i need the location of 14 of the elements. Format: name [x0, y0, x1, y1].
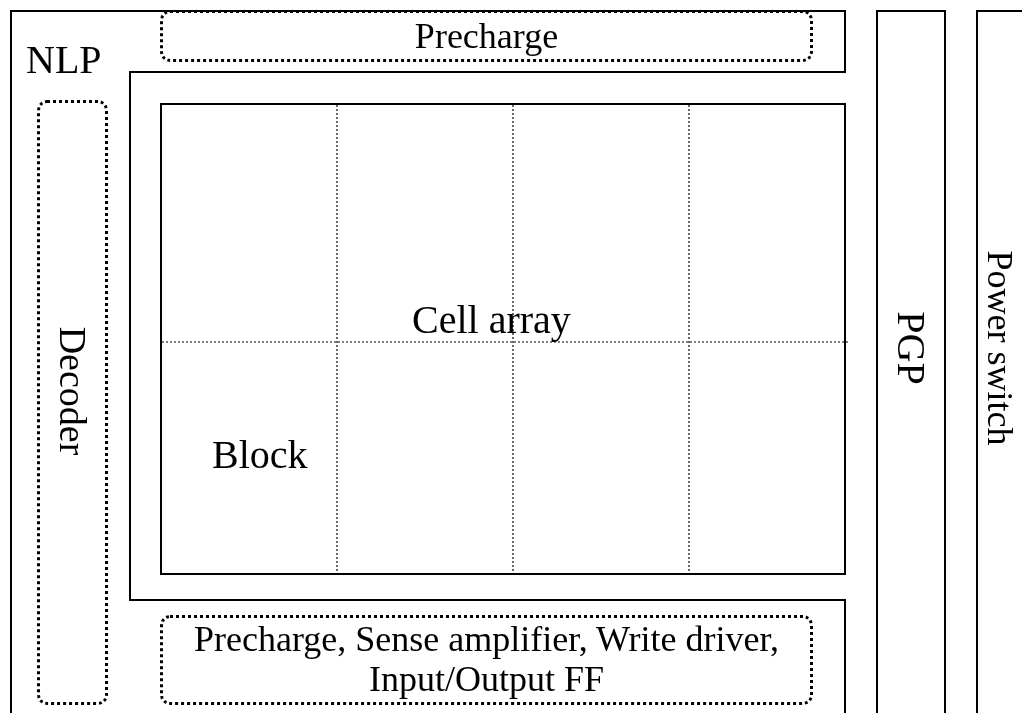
vertical-label: Decoder — [53, 326, 92, 455]
decoder-block — [37, 100, 108, 705]
nlp-region — [10, 10, 846, 713]
block-label: Precharge — [414, 18, 559, 54]
cell-array — [160, 103, 846, 575]
io-periphery-block — [160, 615, 813, 705]
vertical-label: PGP — [891, 311, 931, 386]
power-switch-block — [976, 10, 1022, 713]
block-label: Cell array — [412, 300, 571, 340]
pgp-block — [876, 10, 946, 713]
block-label: Block — [212, 435, 308, 475]
block-label: Precharge, Sense amplifier, Write driver, Input/Output FF — [192, 620, 781, 700]
vertical-label: Power switch — [982, 251, 1018, 446]
precharge-block — [160, 10, 813, 62]
